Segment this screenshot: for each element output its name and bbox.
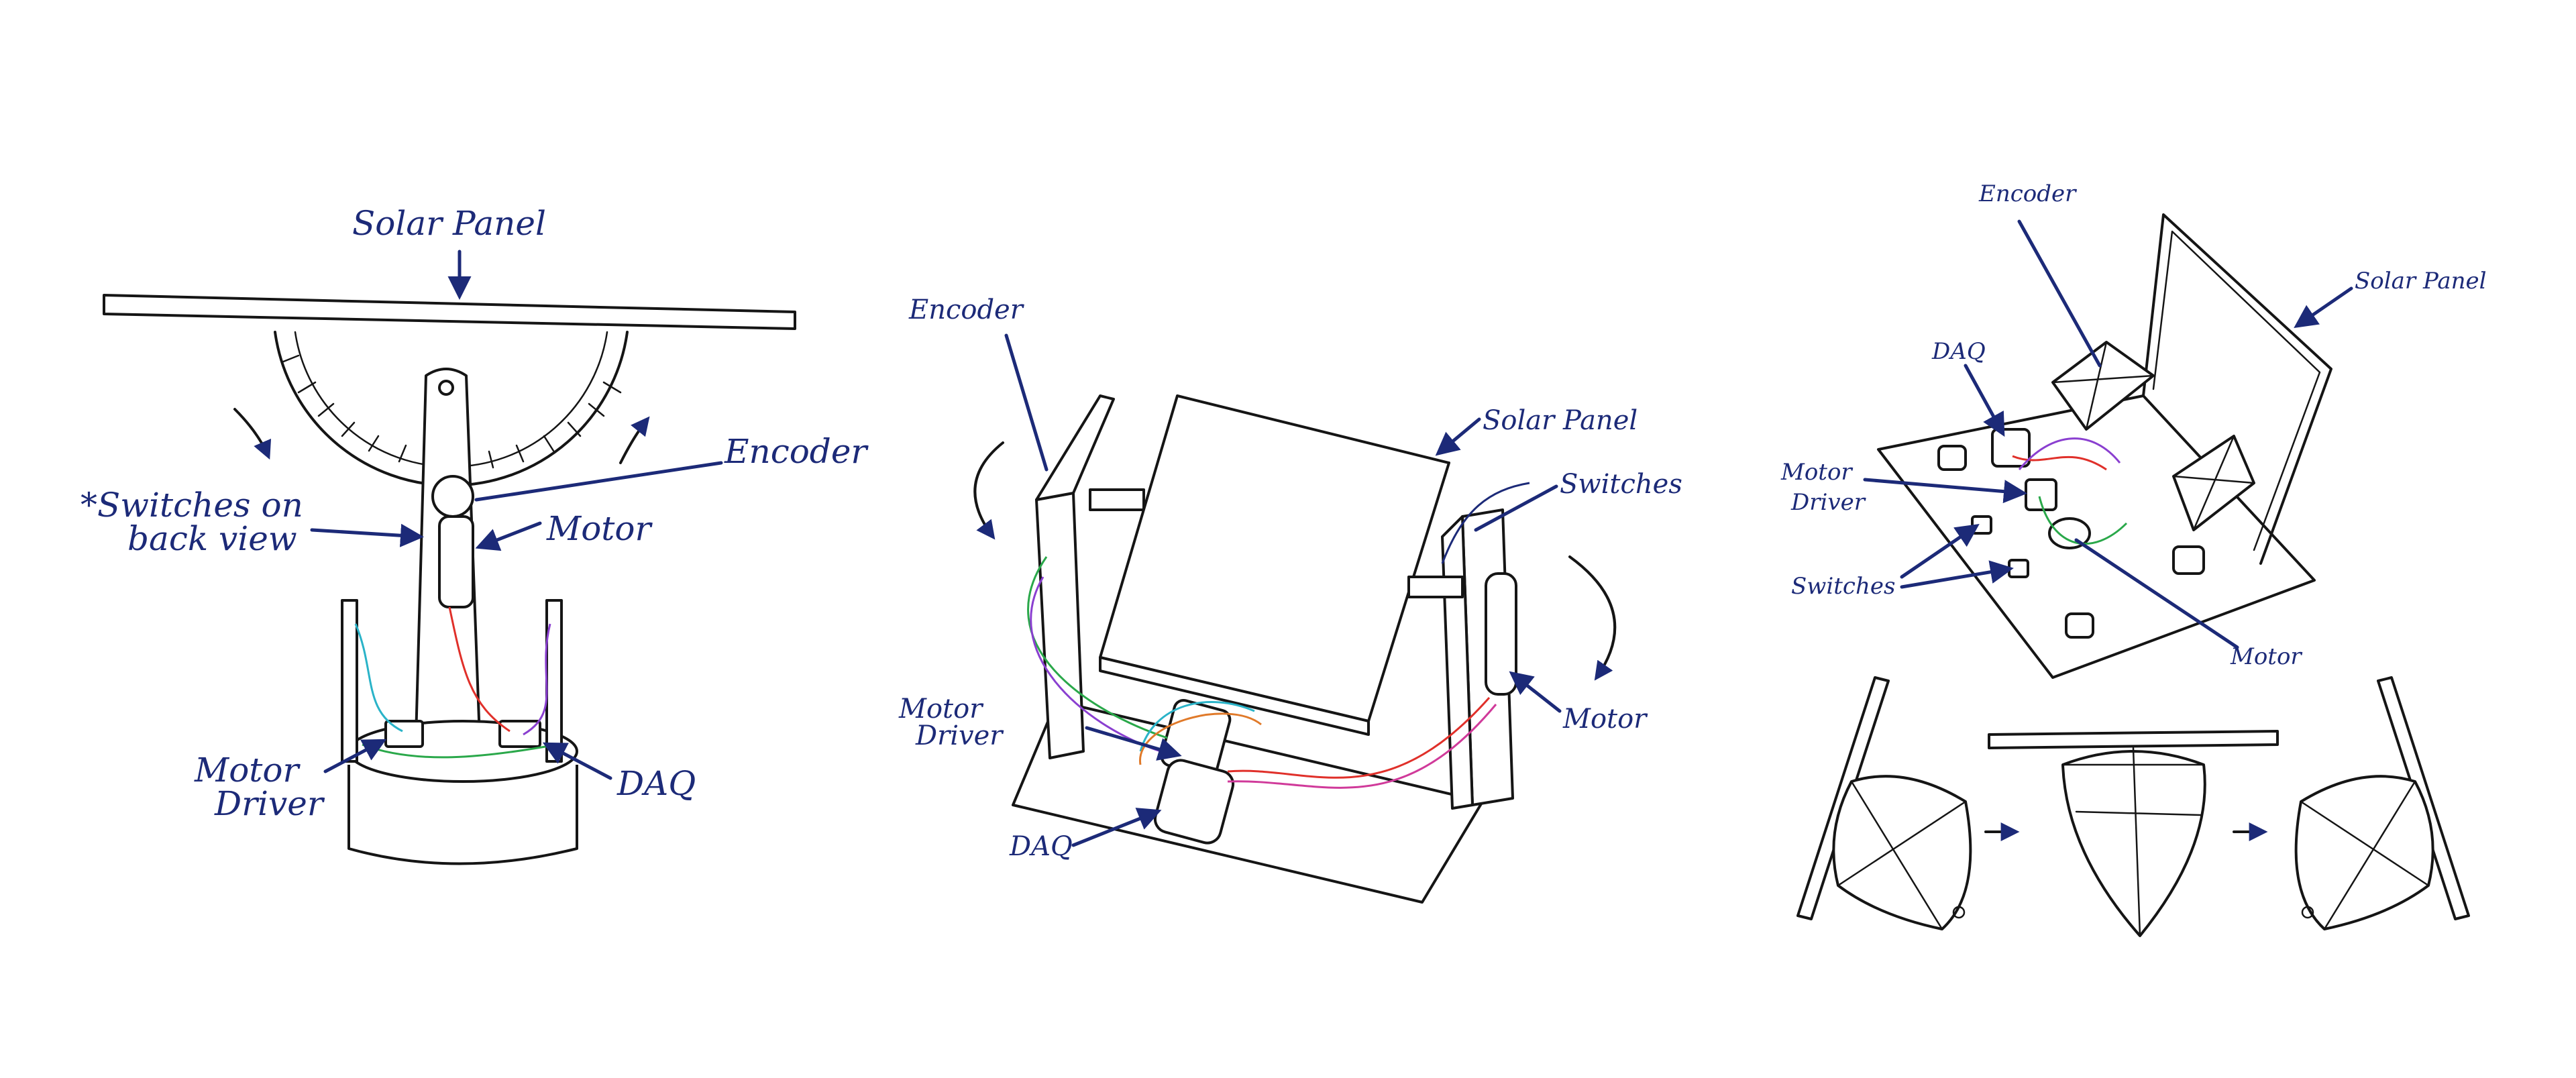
callout-arrow — [1900, 524, 1980, 579]
cradle-step-right — [2294, 676, 2470, 930]
bracket-a — [1937, 445, 1967, 471]
label-encoder: Encoder — [1978, 180, 2077, 207]
label-motor-driver-line1: Motor — [194, 751, 301, 790]
callout-arrow — [1085, 726, 1182, 761]
daq-board — [1991, 428, 2031, 468]
cradle-cross — [2051, 341, 2255, 531]
wire — [1030, 576, 1161, 753]
middle-sketch-isometric: Encoder Solar Panel Switches Motor Motor… — [898, 294, 1682, 904]
rotation-arrow — [1568, 555, 1617, 681]
label-motor-driver-line1: Motor — [1780, 459, 1853, 486]
switch-b — [2008, 559, 2029, 578]
left-side-post — [341, 599, 358, 763]
callout-arrow — [2017, 219, 2102, 368]
callout-arrow — [1004, 333, 1049, 472]
label-motor: Motor — [2230, 643, 2302, 670]
right-sketch-top-view: Encoder Solar Panel DAQ Motor Driver Swi… — [1780, 180, 2486, 679]
label-daq: DAQ — [616, 764, 696, 803]
encoder-gear — [431, 475, 474, 518]
rotation-sequence — [1796, 676, 2470, 937]
solar-panel-frame — [2142, 213, 2332, 565]
solar-panel-bar — [103, 294, 796, 330]
motor-body — [438, 515, 474, 608]
callout-arrow — [474, 461, 723, 502]
callout-arrow — [1863, 478, 2027, 504]
left-frame-post — [1035, 492, 1085, 759]
wire — [1227, 697, 1491, 779]
callout-arrow — [475, 521, 542, 551]
callout-arrow — [542, 742, 612, 780]
motor-body — [1485, 572, 1517, 696]
callout-arrow — [2294, 286, 2353, 328]
wire — [1139, 701, 1255, 752]
left-sketch-front-view: Solar Panel Encoder *Switches on back vi… — [80, 204, 869, 865]
label-switches: Switches — [1791, 573, 1895, 600]
label-motor: Motor — [546, 509, 653, 548]
label-switches-line2: back view — [127, 519, 297, 558]
rotation-arrow — [619, 416, 650, 464]
base-cylinder — [347, 765, 578, 865]
label-solar-panel: Solar Panel — [352, 204, 546, 243]
solar-panel-frame-inner — [2152, 230, 2321, 551]
wire — [523, 623, 551, 736]
wire — [1027, 556, 1168, 739]
cradle-step-middle — [1988, 730, 2279, 937]
rotation-arrow — [973, 441, 1004, 540]
label-solar-panel: Solar Panel — [1483, 405, 1638, 436]
base-plate — [1012, 700, 1484, 904]
label-motor-driver-line1: Motor — [898, 694, 984, 724]
left-frame-post-side — [1035, 394, 1115, 501]
label-encoder: Encoder — [908, 294, 1025, 325]
label-solar-panel: Solar Panel — [2355, 268, 2486, 294]
callout-arrow — [1509, 671, 1562, 713]
wire — [354, 623, 403, 733]
label-motor-driver-line2: Driver — [214, 784, 325, 823]
solar-panel-edge — [1099, 656, 1370, 736]
wire — [2038, 496, 2128, 545]
callout-arrow — [1474, 484, 1558, 532]
wire — [2012, 455, 2107, 471]
bracket-c — [2172, 545, 2205, 575]
label-daq: DAQ — [1931, 338, 1986, 365]
switch-a — [1971, 515, 1992, 535]
callout-arrow — [1964, 364, 2005, 437]
left-axle — [1089, 488, 1145, 511]
right-axle — [1407, 576, 1464, 598]
callout-arrow — [310, 523, 424, 547]
daq-board — [1153, 759, 1235, 845]
rotation-arrow — [233, 408, 272, 460]
wire — [1441, 482, 1530, 564]
label-motor: Motor — [1562, 704, 1648, 735]
callout-arrow — [1900, 560, 2014, 589]
cradle-step-left — [1796, 676, 1972, 930]
post-pivot — [438, 380, 454, 396]
label-motor-driver-line2: Driver — [1790, 489, 1866, 516]
wire — [448, 606, 511, 733]
wire — [2018, 437, 2121, 470]
label-switches: Switches — [1560, 469, 1682, 500]
callout-arrow — [1071, 808, 1162, 847]
bracket-b — [2065, 612, 2094, 639]
daq-board — [498, 720, 541, 748]
label-switches-line1: *Switches on — [80, 486, 303, 525]
wire — [1227, 704, 1497, 789]
label-motor-driver-line2: Driver — [915, 720, 1004, 751]
callout-arrow — [1435, 417, 1481, 456]
callout-arrow — [2074, 538, 2239, 649]
label-encoder: Encoder — [724, 432, 869, 471]
label-daq: DAQ — [1009, 831, 1073, 862]
wire — [1139, 712, 1262, 765]
base-plate — [1877, 394, 2316, 679]
callout-arrow — [323, 739, 387, 773]
